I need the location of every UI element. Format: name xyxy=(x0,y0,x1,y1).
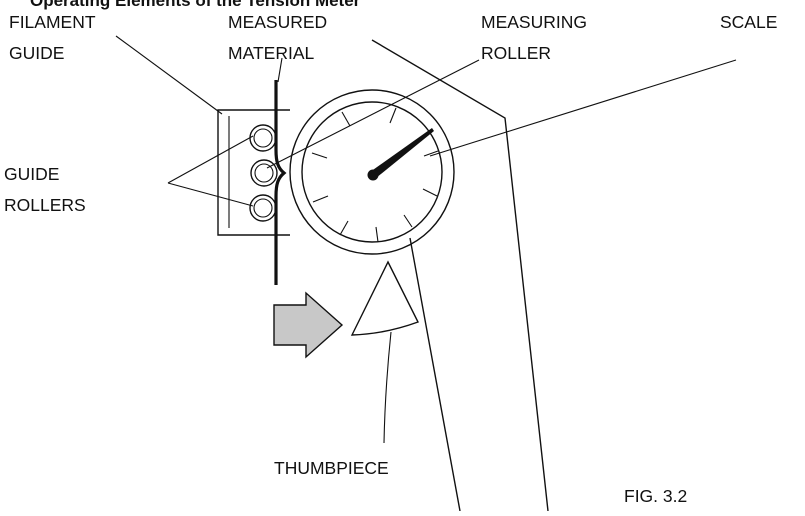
label-filament: FILAMENT xyxy=(9,12,96,32)
label-guide-rollers: ROLLERS xyxy=(4,195,86,215)
dial-outer-ring xyxy=(289,89,455,255)
thumbpiece xyxy=(350,260,419,336)
guide-roller-top xyxy=(249,124,277,152)
filament-guide-bracket xyxy=(217,109,290,236)
dial-face xyxy=(301,101,443,243)
label-thumbpiece: THUMBPIECE xyxy=(274,458,389,478)
needle-pivot xyxy=(367,169,379,181)
direction-arrow xyxy=(273,291,344,359)
diagram-title: Operating Elements of the Tension Meter xyxy=(30,0,361,10)
label-guide: GUIDE xyxy=(4,164,59,184)
label-measured-material: MATERIAL xyxy=(228,43,314,63)
leader-lines xyxy=(115,35,737,444)
dial-tick-marks xyxy=(311,107,439,243)
dial-needle xyxy=(370,128,434,178)
label-measuring: MEASURING xyxy=(481,12,587,32)
instrument-body xyxy=(371,39,549,512)
figure-label: FIG. 3.2 xyxy=(624,486,687,506)
label-measuring-roller: ROLLER xyxy=(481,43,551,63)
guide-roller-bottom xyxy=(249,194,277,222)
label-scale: SCALE xyxy=(720,12,777,32)
measuring-roller xyxy=(250,159,278,187)
label-measured: MEASURED xyxy=(228,12,327,32)
label-filament-guide: GUIDE xyxy=(9,43,64,63)
measured-material xyxy=(274,80,287,285)
